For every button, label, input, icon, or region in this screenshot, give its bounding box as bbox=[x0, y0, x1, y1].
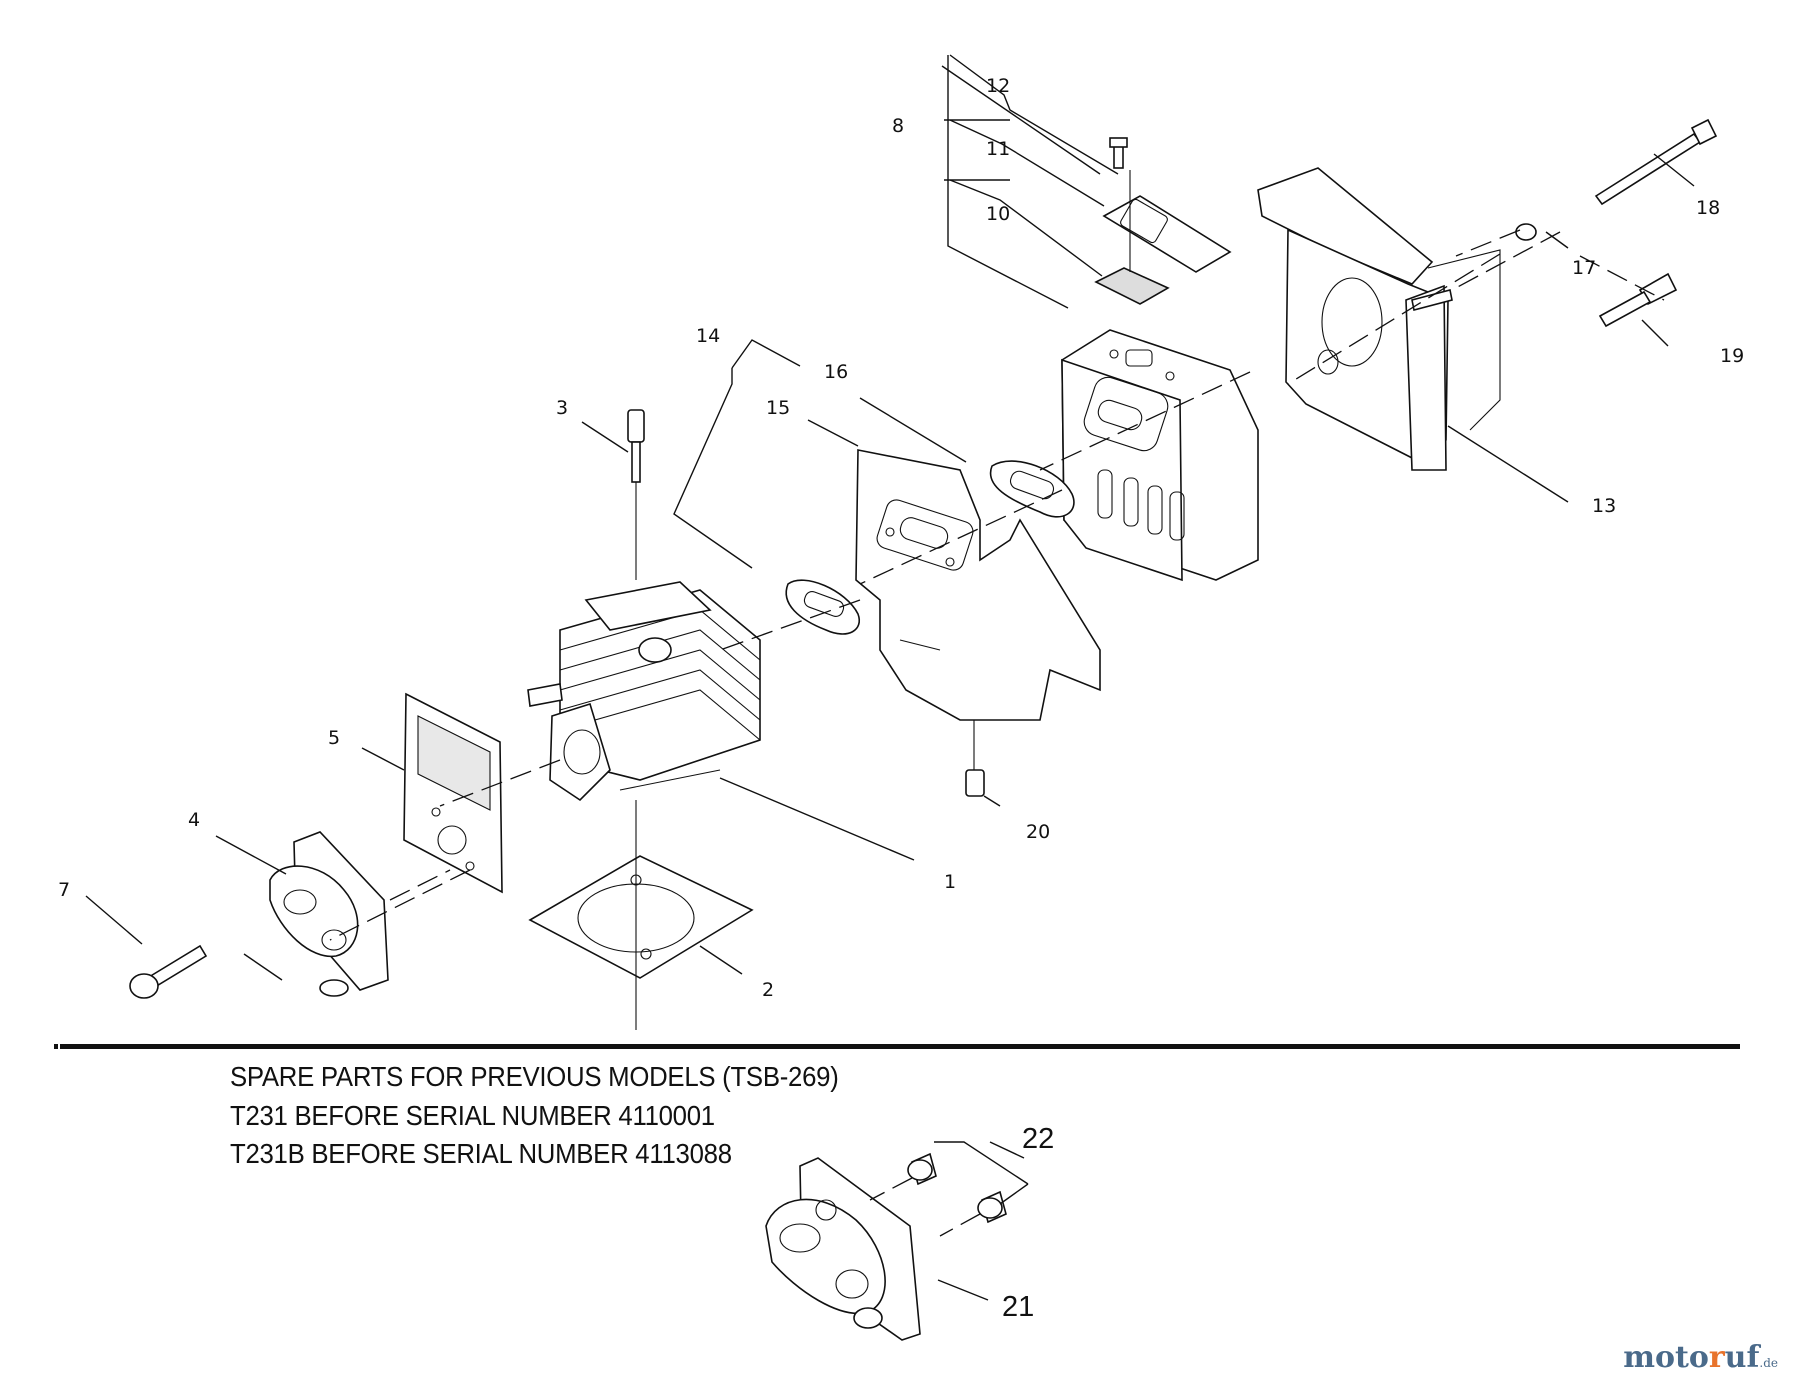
watermark-suffix: .de bbox=[1759, 1356, 1778, 1370]
muffler-gaskets bbox=[785, 460, 1075, 635]
watermark-part-2: r bbox=[1708, 1340, 1725, 1375]
callout-3: 3 bbox=[556, 397, 568, 419]
callout-13: 13 bbox=[1592, 495, 1616, 517]
spare-parts-note-line-1: SPARE PARTS FOR PREVIOUS MODELS (TSB-269… bbox=[230, 1061, 839, 1092]
watermark-logo: motoruf.de bbox=[1623, 1340, 1778, 1375]
section-divider bbox=[60, 1044, 1740, 1049]
callout-14: 14 bbox=[696, 325, 720, 347]
callout-10: 10 bbox=[986, 203, 1010, 225]
callout-7: 7 bbox=[58, 879, 70, 901]
callout-16: 16 bbox=[824, 361, 848, 383]
heat-shield-part bbox=[855, 449, 1101, 721]
callout-21: 21 bbox=[1002, 1291, 1034, 1323]
callout-20: 20 bbox=[1026, 821, 1050, 843]
callout-2: 2 bbox=[762, 979, 774, 1001]
callout-11: 11 bbox=[986, 138, 1010, 160]
leader-lines bbox=[85, 54, 1695, 981]
old-adapter-assembly bbox=[765, 1152, 1007, 1341]
muffler-body-part bbox=[1061, 329, 1259, 582]
cylinder-bolts bbox=[627, 409, 985, 797]
cylinder-part bbox=[527, 581, 761, 802]
callout-15: 15 bbox=[766, 397, 790, 419]
callout-22: 22 bbox=[1022, 1123, 1054, 1155]
callout-5: 5 bbox=[328, 727, 340, 749]
callout-19: 19 bbox=[1720, 345, 1744, 367]
callout-8: 8 bbox=[892, 115, 904, 137]
watermark-part-1: moto bbox=[1623, 1340, 1709, 1375]
callout-4: 4 bbox=[188, 809, 200, 831]
callout-17: 17 bbox=[1572, 257, 1596, 279]
base-gasket-part bbox=[528, 855, 754, 979]
spare-parts-note-line-3: T231B BEFORE SERIAL NUMBER 4113088 bbox=[230, 1138, 732, 1169]
callout-18: 18 bbox=[1696, 197, 1720, 219]
muffler-bolts bbox=[1411, 118, 1718, 328]
insulator-plate-part bbox=[403, 692, 503, 894]
muffler-cover-part bbox=[1257, 167, 1501, 471]
assembly-center-lines bbox=[329, 170, 1665, 1030]
callout-1: 1 bbox=[944, 871, 956, 893]
old-adapter-leaders bbox=[934, 1141, 1029, 1301]
callout-12: 12 bbox=[986, 75, 1010, 97]
spare-parts-note-line-2: T231 BEFORE SERIAL NUMBER 4110001 bbox=[230, 1100, 715, 1131]
watermark-part-3: uf bbox=[1724, 1340, 1760, 1375]
spark-arrester-assembly bbox=[1094, 137, 1232, 305]
carburetor-adapter-part bbox=[269, 831, 389, 997]
adapter-screw-part bbox=[129, 944, 208, 999]
